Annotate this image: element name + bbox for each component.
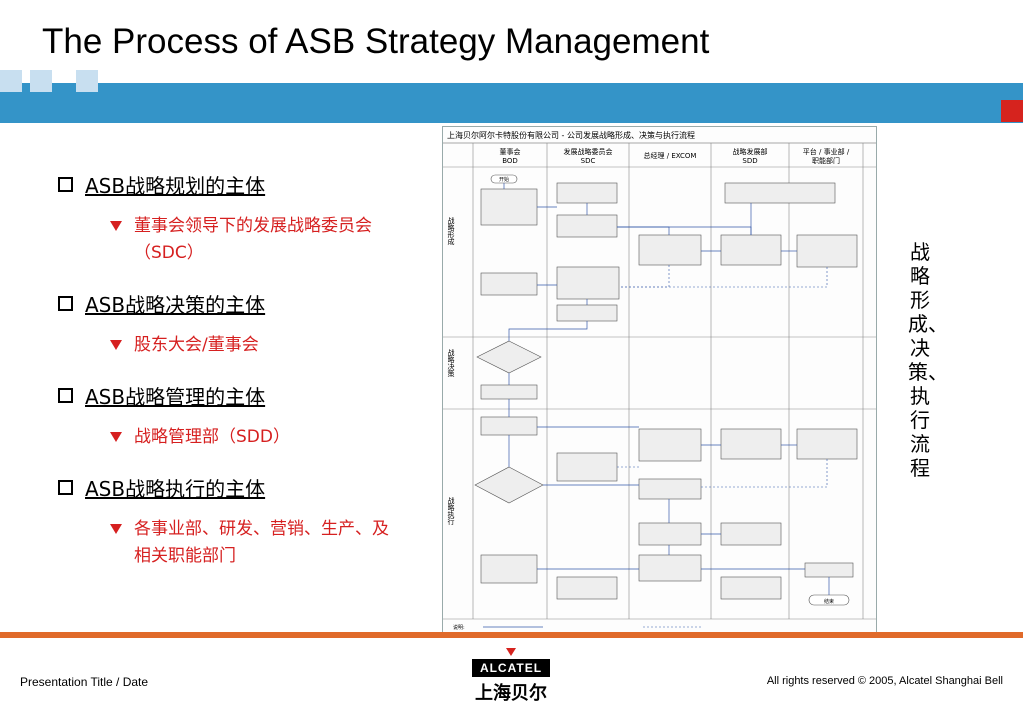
col-header-en: BOD — [502, 157, 518, 165]
square-bullet-icon — [58, 296, 73, 311]
col-header: 发展战略委员会 — [564, 147, 613, 156]
triangle-bullet-icon — [110, 221, 122, 231]
bullet-heading: ASB战略执行的主体 — [58, 473, 398, 502]
triangle-bullet-icon — [110, 340, 122, 350]
flowchart-title: 上海贝尔阿尔卡特股份有限公司 - 公司发展战略形成、决策与执行流程 — [447, 130, 695, 140]
flowchart-svg: 上海贝尔阿尔卡特股份有限公司 - 公司发展战略形成、决策与执行流程 董事会 BO… — [443, 130, 876, 631]
process-flowchart: 上海贝尔阿尔卡特股份有限公司 - 公司发展战略形成、决策与执行流程 董事会 BO… — [442, 126, 877, 636]
bullet-sub: 战略管理部（SDD） — [110, 424, 398, 451]
logo-mark-icon — [506, 648, 516, 656]
col-header: 平台 / 事业部 / — [803, 147, 850, 156]
bullet-list: ASB战略规划的主体 董事会领导下的发展战略委员会（SDC） ASB战略决策的主… — [58, 170, 398, 592]
slide-title: The Process of ASB Strategy Management — [42, 22, 710, 61]
bullet-sub: 股东大会/董事会 — [110, 332, 398, 359]
footer-line — [0, 632, 1023, 638]
end-label: 结束 — [824, 598, 834, 605]
start-label: 开始 — [499, 176, 509, 183]
bullet-heading: ASB战略决策的主体 — [58, 289, 398, 318]
col-header: 战略发展部 — [733, 147, 768, 156]
legend-label: 说明: — [453, 624, 465, 631]
logo-brand: ALCATEL — [472, 659, 550, 677]
col-header-en: SDD — [742, 157, 757, 165]
square-bullet-icon — [58, 177, 73, 192]
triangle-bullet-icon — [110, 432, 122, 442]
phase-label: 战略执行 — [447, 496, 455, 526]
header-tile — [0, 70, 22, 92]
triangle-bullet-icon — [110, 524, 122, 534]
square-bullet-icon — [58, 480, 73, 495]
phase-label: 战略形成 — [447, 216, 455, 246]
header-tile — [30, 70, 52, 92]
header-band-top — [0, 70, 1023, 83]
col-header-en: 职能部门 — [812, 156, 840, 165]
square-bullet-icon — [58, 388, 73, 403]
header-band — [0, 83, 1023, 123]
bullet-sub: 各事业部、研发、营销、生产、及相关职能部门 — [110, 516, 398, 570]
side-caption: 战略形成、决策、执行流程 — [908, 240, 948, 480]
footer-right: All rights reserved © 2005, Alcatel Shan… — [766, 675, 1003, 687]
bullet-sub: 董事会领导下的发展战略委员会（SDC） — [110, 213, 398, 267]
col-header-en: SDC — [581, 157, 596, 165]
bullet-heading: ASB战略规划的主体 — [58, 170, 398, 199]
phase-label: 战略决策 — [447, 348, 455, 378]
footer-left: Presentation Title / Date — [20, 675, 149, 689]
header-tile — [76, 70, 98, 92]
accent-square — [1001, 100, 1023, 122]
logo-cn: 上海贝尔 — [475, 683, 547, 704]
company-logo: ALCATEL 上海贝尔 — [472, 648, 550, 706]
col-header: 董事会 — [500, 147, 521, 156]
col-header: 总经理 / EXCOM — [644, 151, 697, 160]
bullet-heading: ASB战略管理的主体 — [58, 381, 398, 410]
